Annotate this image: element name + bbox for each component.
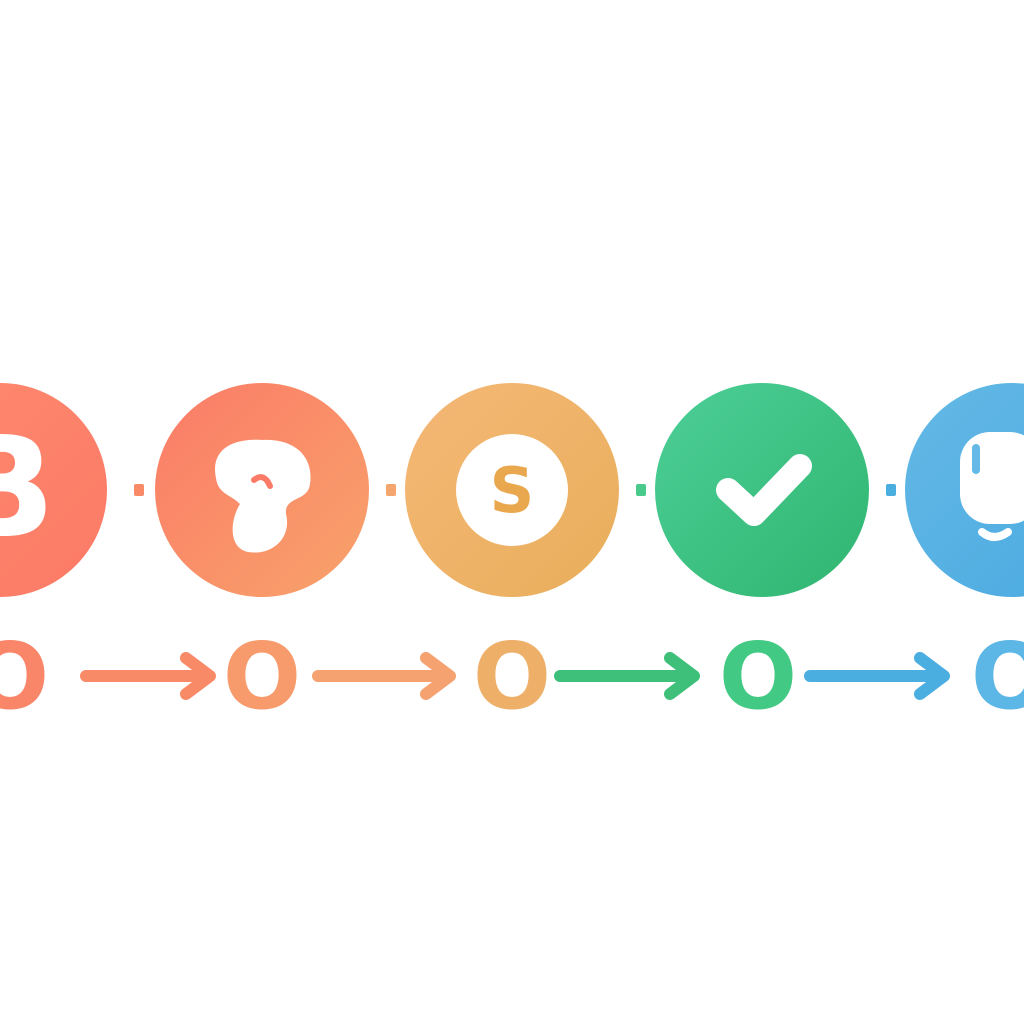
step-circle bbox=[0, 383, 107, 597]
step-node: O bbox=[223, 623, 301, 730]
step-node: O bbox=[719, 623, 797, 730]
step-2 bbox=[155, 383, 369, 597]
connector-dash bbox=[134, 484, 144, 496]
step-arrows bbox=[80, 652, 950, 700]
puzzle-blob-icon bbox=[215, 439, 311, 553]
arrow-right-icon bbox=[554, 652, 700, 700]
step-node: O bbox=[0, 623, 49, 730]
arrow-right-icon bbox=[80, 652, 216, 700]
step-3: S bbox=[405, 383, 619, 597]
svg-text:B: B bbox=[0, 407, 55, 570]
svg-text:S: S bbox=[490, 454, 535, 527]
bold-b-icon: B bbox=[0, 407, 55, 570]
connector-dash bbox=[636, 484, 646, 496]
step-node: O bbox=[971, 623, 1024, 730]
connector-dash bbox=[886, 484, 896, 496]
connector-dash bbox=[386, 484, 396, 496]
headset-support-icon bbox=[960, 432, 1024, 541]
dollar-coin-icon: S bbox=[456, 434, 568, 546]
circle-connectors bbox=[134, 484, 896, 496]
step-4 bbox=[655, 383, 869, 597]
arrow-right-icon bbox=[312, 652, 456, 700]
step-5 bbox=[905, 383, 1024, 597]
step-1: B bbox=[0, 383, 107, 597]
step-node: O bbox=[473, 623, 551, 730]
arrow-right-icon bbox=[804, 652, 950, 700]
checkmark-icon bbox=[716, 454, 812, 526]
